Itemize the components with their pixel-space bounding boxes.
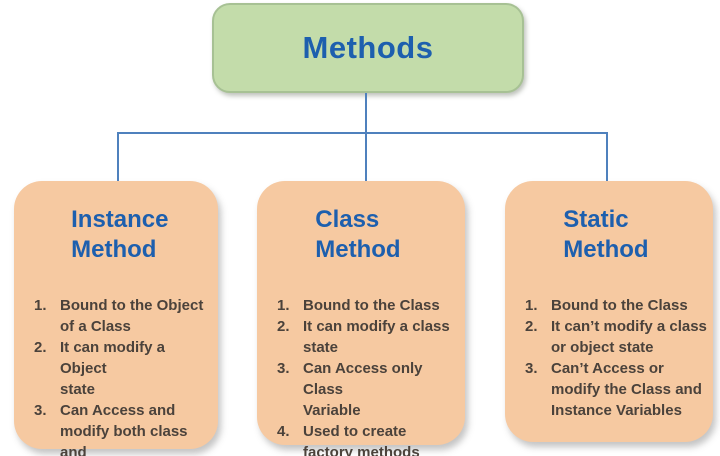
instance-method-node: Instance Method 1. Bound to the Object of… [14, 181, 218, 456]
list-item: 2. It can modify a Object state [34, 337, 212, 400]
list-item-number: 1. [34, 297, 47, 314]
list-item-number: 2. [277, 318, 290, 335]
connector-right-vertical [606, 132, 608, 183]
list-item: 2. It can’t modify a class or object stat… [525, 316, 707, 358]
list-item-text: Bound to the Class [303, 297, 440, 314]
list-item: 3. Can Access and modify both class and i… [34, 400, 212, 456]
list-item: 4. Used to create factory methods [277, 421, 459, 456]
methods-root-title: Methods [302, 30, 434, 65]
list-item: 3. Can’t Access or modify the Class and I… [525, 358, 707, 421]
list-item-number: 4. [277, 423, 290, 440]
methods-root-node: Methods [212, 3, 524, 93]
static-method-list: 1. Bound to the Class 2. It can’t modify a … [525, 295, 707, 421]
list-item-text: It can modify a class state [303, 318, 450, 356]
class-method-list: 1. Bound to the Class 2. It can modify a cl… [277, 295, 459, 456]
list-item-text: Can Access only Class Variable [303, 360, 423, 419]
list-item: 1. Bound to the Object of a Class [34, 295, 212, 337]
list-item-number: 2. [34, 339, 47, 356]
list-item-number: 2. [525, 318, 538, 335]
list-item-text: Used to create factory methods [303, 423, 420, 456]
instance-method-title: Instance Method [71, 206, 169, 263]
list-item-text: It can modify a Object state [60, 339, 166, 398]
connector-center-vertical [365, 93, 367, 183]
list-item-text: Can’t Access or modify the Class and Ins… [551, 360, 702, 419]
list-item-number: 3. [277, 360, 290, 377]
list-item-text: Bound to the Object of a Class [60, 297, 204, 335]
list-item: 2. It can modify a class state [277, 316, 459, 358]
list-item: 3. Can Access only Class Variable [277, 358, 459, 421]
connector-left-vertical [117, 132, 119, 183]
list-item-text: It can’t modify a class or object state [551, 318, 707, 356]
static-method-node: Static Method 1. Bound to the Class 2. It c… [505, 181, 713, 442]
list-item-number: 1. [277, 297, 290, 314]
list-item: 1. Bound to the Class [277, 295, 459, 316]
list-item-text: Can Access and modify both class and ins… [60, 402, 188, 456]
list-item-text: Bound to the Class [551, 297, 688, 314]
class-method-title: Class Method [315, 206, 401, 263]
list-item-number: 3. [525, 360, 538, 377]
list-item-number: 1. [525, 297, 538, 314]
static-method-title: Static Method [563, 206, 649, 263]
connector-horizontal [117, 132, 608, 134]
list-item: 1. Bound to the Class [525, 295, 707, 316]
class-method-node: Class Method 1. Bound to the Class 2. It ca… [257, 181, 465, 456]
instance-method-list: 1. Bound to the Object of a Class 2. It can… [34, 295, 212, 456]
list-item-number: 3. [34, 402, 47, 419]
